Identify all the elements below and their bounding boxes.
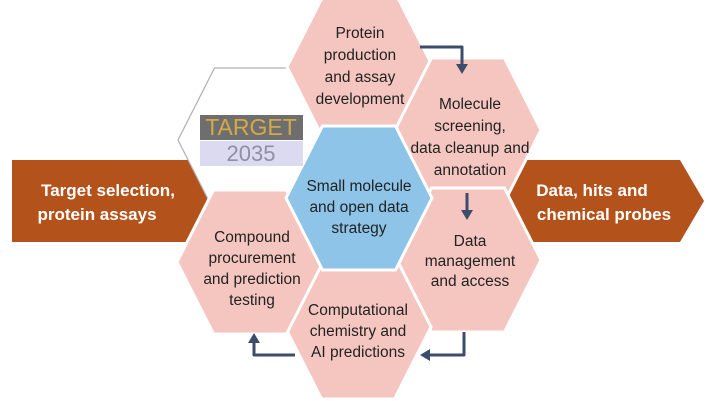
right-arrow-label-line: Data, hits and xyxy=(536,181,647,200)
computational-chemistry-label-line: Computational xyxy=(308,302,408,319)
computational-chemistry-label-line: chemistry and xyxy=(310,323,406,340)
logo-year: 2035 xyxy=(227,141,276,166)
arrow-head xyxy=(456,64,468,74)
center-strategy-label-line: strategy xyxy=(331,220,386,237)
arrow-head xyxy=(461,210,473,220)
data-management-label-line: management xyxy=(425,253,516,270)
arrow-right-down-icon xyxy=(420,45,464,66)
protein-production-label-line: production xyxy=(324,47,396,64)
target-2035-logo: TARGET 2035 xyxy=(200,114,303,166)
arrow-down-left-icon xyxy=(428,332,466,357)
arrow-left-up-icon xyxy=(252,341,295,357)
molecule-screening-label-line: screening, xyxy=(434,118,506,135)
right-output-arrow xyxy=(508,160,704,242)
compound-procurement-label-line: testing xyxy=(229,292,275,309)
left-input-arrow xyxy=(12,160,222,242)
protein-production-label-line: Protein xyxy=(335,25,384,42)
arrow-head xyxy=(248,333,260,343)
data-management-label-line: Data xyxy=(454,233,487,250)
protein-production-label-line: and assay xyxy=(325,69,396,86)
logo-word: TARGET xyxy=(205,114,297,140)
compound-procurement-label-line: Compound xyxy=(214,229,290,246)
left-arrow-label-line: Target selection, xyxy=(41,181,175,200)
data-management-label-line: and access xyxy=(431,273,510,290)
computational-chemistry-label-line: AI predictions xyxy=(311,344,405,361)
compound-procurement-label-line: and prediction xyxy=(203,271,300,288)
molecule-screening-label-line: annotation xyxy=(434,162,506,179)
flow-arrows xyxy=(248,45,473,361)
molecule-screening-label-line: Molecule xyxy=(439,96,501,113)
hexagon-labels: Protein production and assay development Mol… xyxy=(203,25,529,361)
molecule-screening-label-line: data cleanup and xyxy=(411,140,530,157)
arrow-head xyxy=(420,349,430,361)
logo-year-background xyxy=(200,141,303,166)
left-arrow-label-line: protein assays xyxy=(37,205,156,224)
center-strategy-hexagon xyxy=(284,124,434,272)
center-strategy-label-line: and open data xyxy=(309,199,409,216)
compound-procurement-label-line: procurement xyxy=(208,250,296,267)
center-strategy-label-line: Small molecule xyxy=(306,178,411,195)
data-management-hexagon xyxy=(393,186,543,334)
logo-word-background xyxy=(200,115,303,140)
right-arrow-label-line: chemical probes xyxy=(537,205,671,224)
protein-production-label-line: development xyxy=(316,91,405,108)
